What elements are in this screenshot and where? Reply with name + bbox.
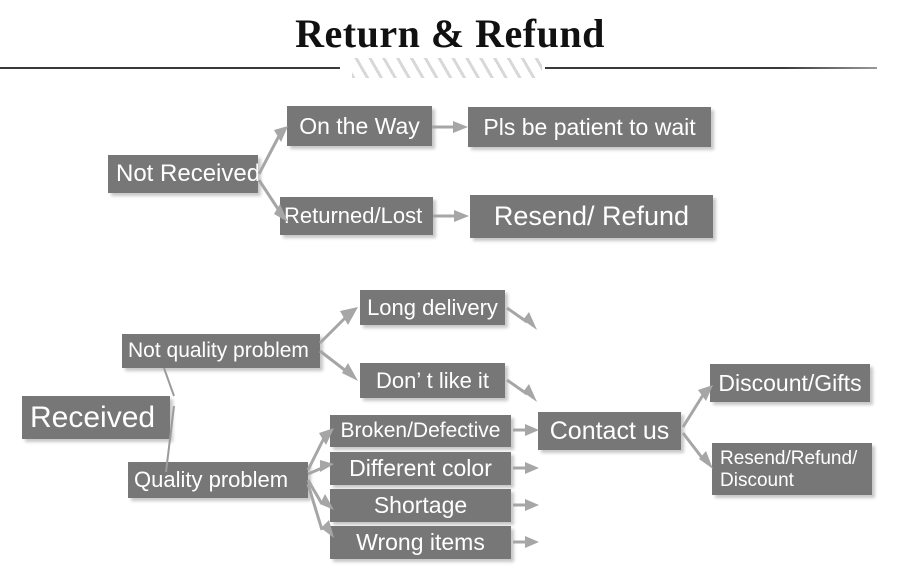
node-resend-refund[interactable]: Resend/ Refund (470, 195, 713, 238)
node-not-received[interactable]: Not Received (108, 155, 258, 193)
divider-line-right (545, 67, 877, 69)
node-received[interactable]: Received (22, 396, 170, 439)
divider-line-left (0, 67, 340, 69)
connector-on-the-way-to-result (432, 118, 470, 136)
node-wrong-items[interactable]: Wrong items (330, 526, 511, 559)
connector-reasons-to-contact-us (505, 300, 545, 548)
connector-quality-to-reasons (300, 418, 340, 544)
node-shortage[interactable]: Shortage (330, 489, 511, 522)
connector-contact-us-to-outcomes (681, 375, 721, 480)
connector-not-received-branches (257, 100, 298, 240)
connector-not-quality-to-reasons (318, 295, 364, 390)
node-on-the-way[interactable]: On the Way (287, 106, 432, 146)
node-quality-problem[interactable]: Quality problem (128, 462, 308, 498)
node-contact-us[interactable]: Contact us (538, 412, 681, 450)
page-title: Return & Refund (295, 11, 605, 56)
node-pls-be-patient[interactable]: Pls be patient to wait (468, 107, 711, 147)
node-discount-gifts[interactable]: Discount/Gifts (710, 364, 870, 402)
node-dont-like-it[interactable]: Don’ t like it (360, 363, 505, 398)
node-different-color[interactable]: Different color (330, 452, 511, 485)
node-long-delivery[interactable]: Long delivery (360, 290, 505, 325)
node-returned-lost[interactable]: Returned/Lost (280, 197, 433, 235)
connector-received-to-categories (160, 360, 190, 480)
connector-returned-lost-to-result (433, 207, 471, 225)
node-resend-refund-discount[interactable]: Resend/Refund/ Discount (712, 443, 872, 495)
node-not-quality-problem[interactable]: Not quality problem (122, 334, 320, 368)
node-broken-defective[interactable]: Broken/Defective (330, 415, 511, 447)
divider-hatch (352, 58, 542, 78)
